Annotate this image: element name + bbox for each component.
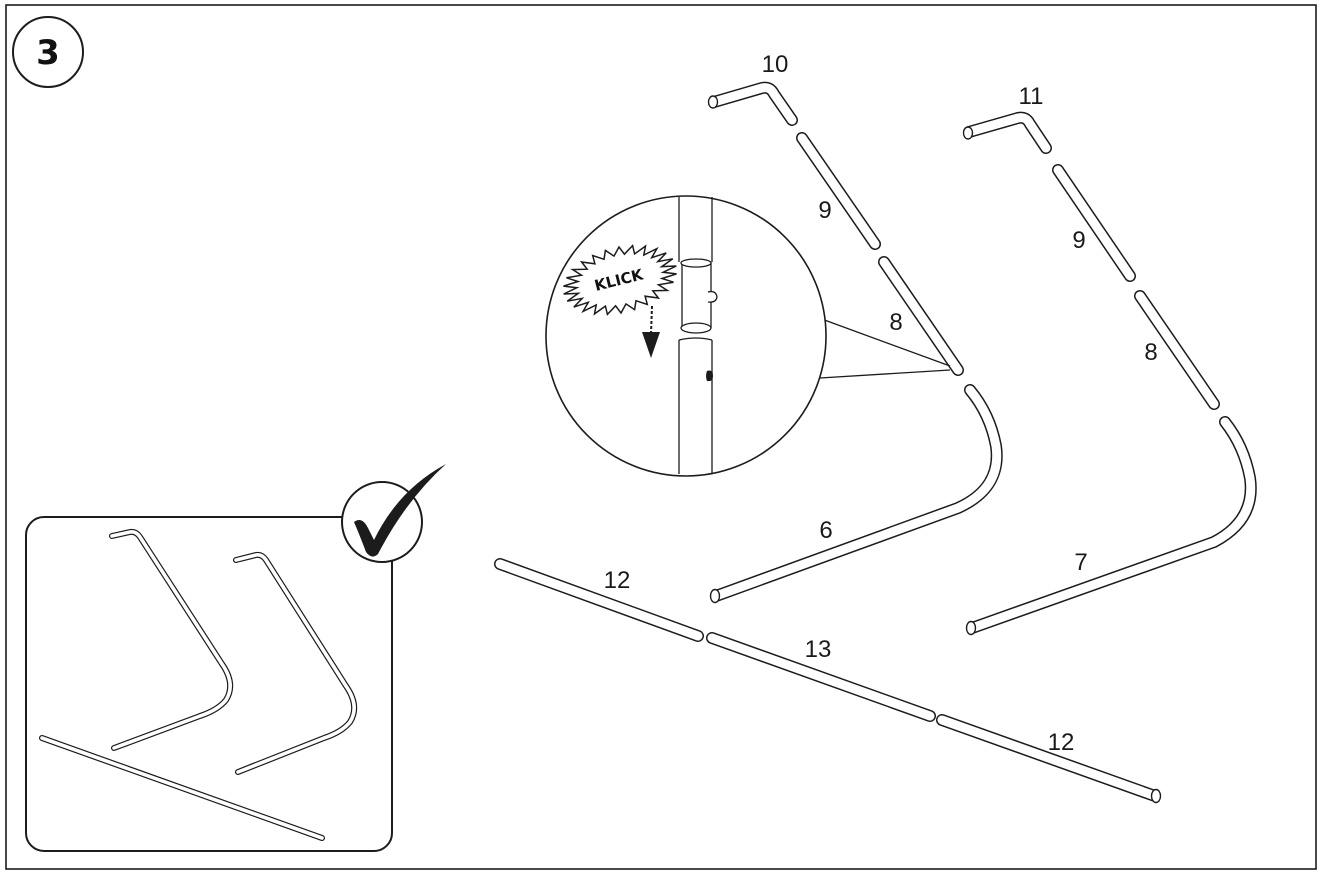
zoom-detail: [545, 195, 827, 477]
step-badge: 3: [12, 16, 84, 88]
part-8-right: [1134, 290, 1220, 410]
label-part-12-right: 12: [1048, 729, 1075, 756]
step-number: 3: [36, 33, 60, 73]
part-7: [965, 416, 1257, 636]
part-6: [709, 384, 1003, 604]
checkmark-icon: [354, 464, 446, 557]
arrow-down-icon: [642, 305, 660, 358]
zoom-connector-lines: [818, 317, 951, 379]
label-part-8-center: 8: [889, 309, 902, 336]
label-part-9-right: 9: [1072, 227, 1085, 254]
part-11: [962, 111, 1052, 154]
page-frame: [5, 4, 1317, 870]
label-part-11: 11: [1019, 83, 1044, 110]
klick-callout: KLICK: [563, 244, 677, 316]
label-part-8-right: 8: [1144, 339, 1157, 366]
part-8-center: [878, 256, 964, 376]
result-inset: [25, 516, 393, 852]
part-12-right: [936, 714, 1162, 804]
checkmark-badge: [341, 464, 446, 563]
label-part-12-left: 12: [604, 567, 631, 594]
part-10: [707, 81, 798, 126]
part-9-center: [796, 132, 881, 250]
part-9-right: [1052, 164, 1136, 282]
label-part-13: 13: [805, 636, 832, 663]
label-part-7: 7: [1074, 549, 1087, 576]
label-part-10: 10: [762, 51, 789, 78]
part-12-left: [494, 558, 704, 642]
part-13: [706, 632, 936, 722]
label-part-6: 6: [819, 517, 832, 544]
label-part-9-center: 9: [818, 197, 831, 224]
